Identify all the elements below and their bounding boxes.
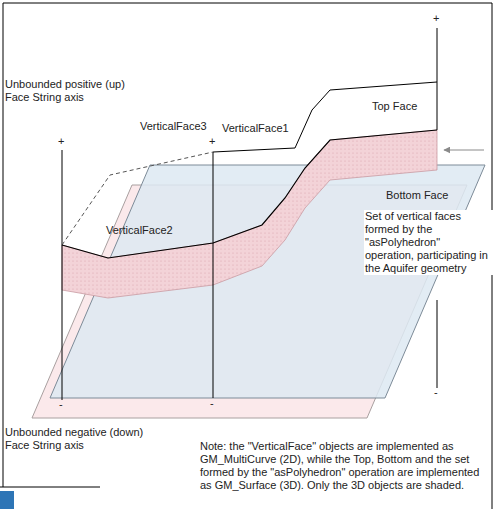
face-string-axis: [437, 300, 438, 388]
face-label: VerticalFace1: [222, 122, 289, 135]
vertical-face-1-edge: [213, 82, 437, 152]
note-text: Note: the "VerticalFace" objects are imp…: [200, 440, 487, 492]
axis-sign: -: [434, 386, 438, 399]
axis-sign: -: [59, 398, 63, 411]
face-string-axis: [213, 152, 214, 398]
vertical-face-3-edge: [62, 152, 213, 245]
face-label: VerticalFace3: [140, 120, 207, 133]
axis-sign: +: [433, 12, 439, 25]
frame-line: [3, 3, 492, 509]
axis-label: Unbounded negative (down) Face String ax…: [5, 426, 145, 452]
vertical-face-1-edge: [437, 82, 438, 130]
corner-block: [0, 491, 14, 509]
face-string-axis: [62, 150, 63, 400]
annotation-text: Set of vertical faces formed by the "asP…: [364, 210, 493, 275]
leader-arrow: [444, 150, 484, 151]
axis-sign: +: [58, 135, 64, 148]
axis-sign: -: [210, 397, 214, 410]
frame-line: [0, 487, 100, 488]
face-label: VerticalFace2: [106, 224, 173, 237]
face-label: Bottom Face: [386, 189, 448, 202]
face-label: Top Face: [372, 100, 417, 113]
face-string-axis: [437, 28, 438, 82]
axis-sign: +: [209, 135, 215, 148]
axis-label: Unbounded positive (up) Face String axis: [5, 78, 137, 104]
